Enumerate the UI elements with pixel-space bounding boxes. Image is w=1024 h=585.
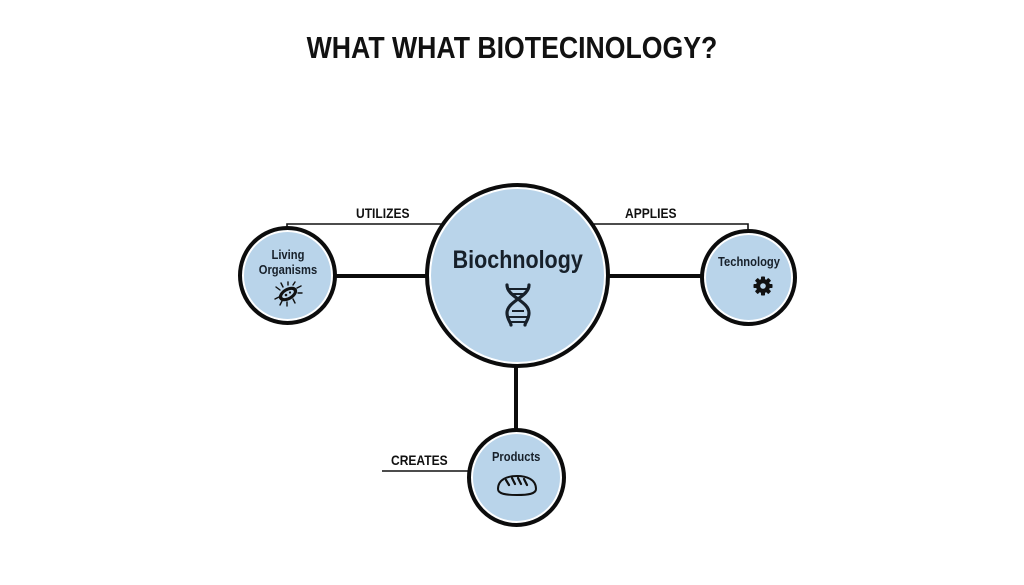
utilizes-label: UTILIZES — [356, 205, 410, 221]
node-products: Products — [467, 428, 566, 527]
center-node-label: Biochnology — [452, 246, 583, 275]
products-label: Products — [492, 449, 541, 465]
gear-icon — [753, 276, 772, 296]
bacterium-icon — [273, 281, 303, 308]
applies-label: APPLIES — [625, 205, 677, 221]
node-technology: Technology — [700, 229, 797, 326]
living-organisms-label: Living Organisms — [258, 246, 317, 278]
dna-icon — [504, 283, 531, 327]
page-title: WHAT WHAT BIOTECINOLOGY? — [306, 30, 718, 65]
applies-line — [585, 223, 749, 231]
bread-icon — [496, 474, 537, 496]
living-organisms-label-line1: Living — [271, 246, 304, 262]
technology-label: Technology — [717, 254, 780, 270]
creates-label: CREATES — [391, 452, 448, 468]
node-living-organisms: Living Organisms — [238, 226, 337, 325]
living-organisms-label-line2: Organisms — [258, 261, 317, 277]
utilizes-line — [286, 223, 455, 229]
center-node-biotechnology: Biochnology — [425, 183, 610, 368]
